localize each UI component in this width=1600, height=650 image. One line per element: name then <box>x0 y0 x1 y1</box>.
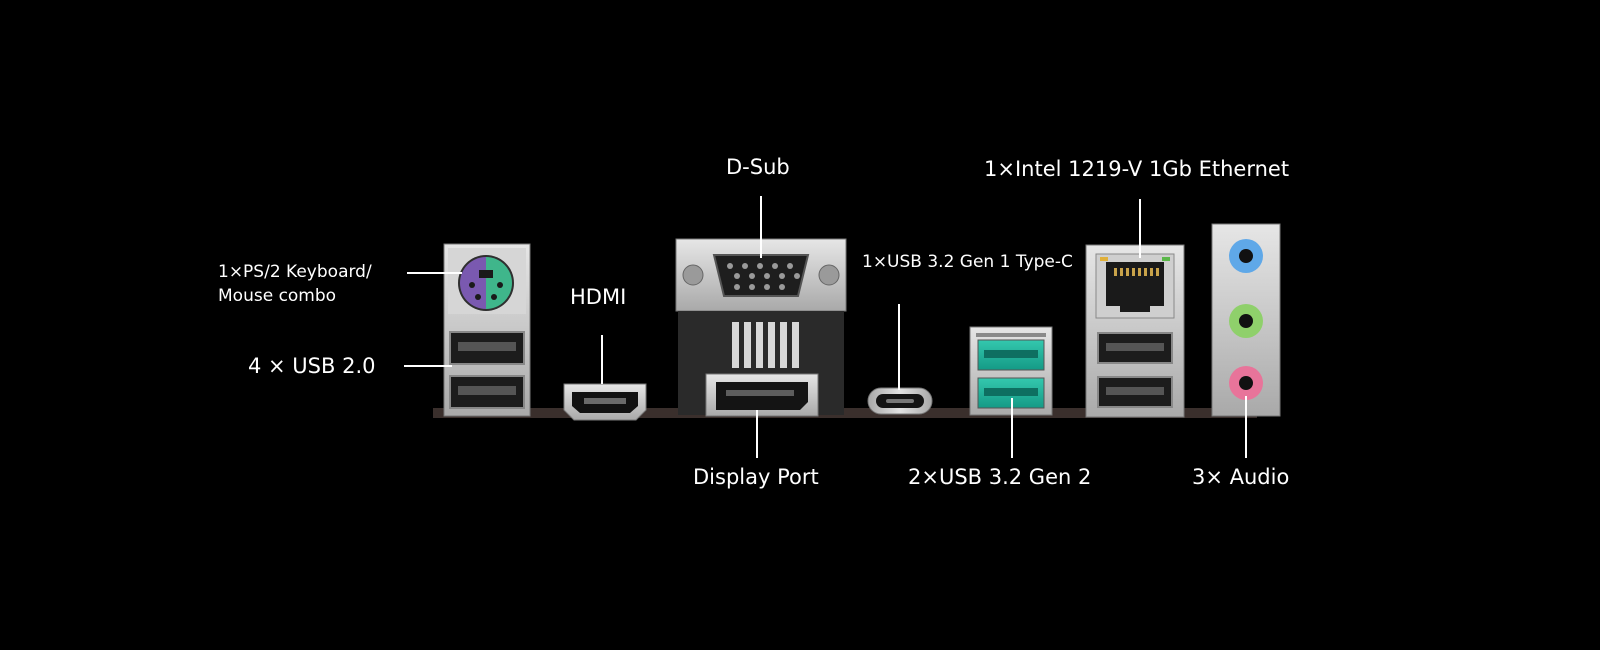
audio-stack <box>1211 223 1281 417</box>
dsub-port <box>712 254 810 297</box>
dsub-displayport-block <box>675 238 847 417</box>
label-ethernet: 1×Intel 1219-V 1Gb Ethernet <box>984 157 1290 181</box>
label-usbc: 1×USB 3.2 Gen 1 Type-C <box>862 252 1073 272</box>
label-hdmi: HDMI <box>570 285 627 309</box>
label-dsub: D-Sub <box>726 155 790 179</box>
usbc-port <box>867 387 933 415</box>
board-edge <box>433 408 1257 418</box>
hdmi-port <box>563 383 647 421</box>
ps2-usb-stack <box>443 243 531 417</box>
label-usb32g2: 2×USB 3.2 Gen 2 <box>908 465 1092 489</box>
label-audio: 3× Audio <box>1192 465 1290 489</box>
label-ps2-line1: 1×PS/2 Keyboard/ <box>218 262 372 282</box>
leader-lines <box>404 196 1247 458</box>
label-usb20: 4 × USB 2.0 <box>248 354 376 378</box>
label-displayport: Display Port <box>693 465 819 489</box>
ethernet-usb-stack <box>1085 244 1185 418</box>
label-ps2-line2: Mouse combo <box>218 286 337 306</box>
